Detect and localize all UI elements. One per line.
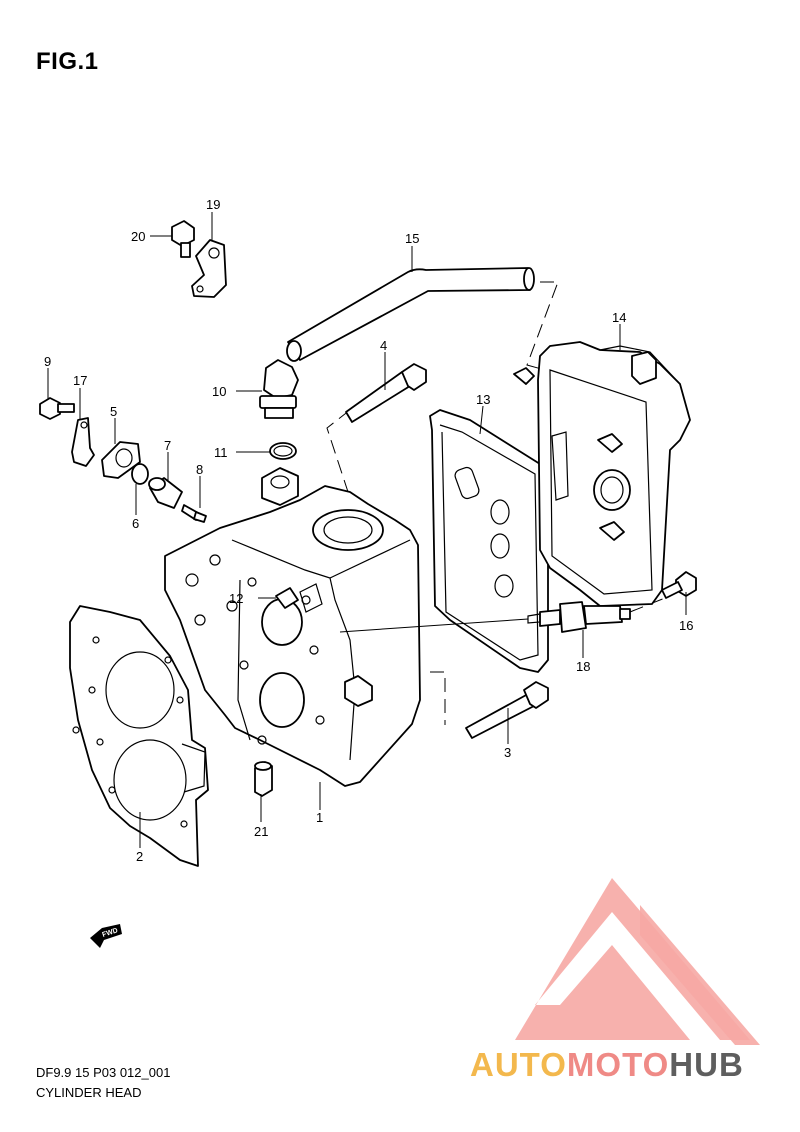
watermark-moto: MOTO [566, 1046, 670, 1083]
callout-13: 13 [476, 392, 490, 407]
callout-11: 11 [214, 445, 228, 460]
watermark-hub: HUB [669, 1046, 744, 1083]
part-16-bolt [661, 571, 697, 599]
part-8-screw [181, 504, 207, 523]
part-4-bolt [345, 363, 427, 423]
callout-18: 18 [576, 659, 590, 674]
assembly-line-bolt-16 [629, 597, 666, 613]
watermark-auto: AUTO [470, 1046, 567, 1083]
part-15-hose [286, 267, 535, 362]
part-6-o-ring [131, 463, 149, 485]
callout-3: 3 [504, 745, 511, 760]
part-3-bolt [465, 681, 549, 739]
watermark-logo [515, 878, 760, 1045]
fwd-label: FWD [101, 927, 118, 939]
assembly-line-hose-15 [526, 281, 559, 371]
part-12-dowel [275, 587, 299, 609]
figure-title: FIG.1 [36, 48, 99, 75]
part-1-cylinder-head [164, 467, 421, 787]
callout-12: 12 [229, 591, 243, 606]
part-5-cap [101, 441, 141, 479]
part-14-head-cover [513, 341, 691, 607]
callout-19: 19 [206, 197, 220, 212]
part-18-spark-plug [527, 601, 631, 633]
callout-10: 10 [212, 384, 226, 399]
callout-17: 17 [73, 373, 87, 388]
callout-9: 9 [44, 354, 51, 369]
fwd-arrow-icon: FWD [90, 924, 122, 948]
assembly-line-bolt-4 [326, 409, 351, 499]
callout-16: 16 [679, 618, 693, 633]
watermark-text: AUTOMOTOHUB [470, 1046, 744, 1084]
part-20-bolt [171, 220, 195, 258]
part-21-dowel [254, 761, 273, 797]
assembly-line-bolt-3 [430, 671, 446, 725]
diagram-name: CYLINDER HEAD [36, 1085, 142, 1100]
callout-8: 8 [196, 462, 203, 477]
callout-21: 21 [254, 824, 268, 839]
part-17-clamp [71, 417, 95, 467]
diagram-code: DF9.9 15 P03 012_001 [36, 1065, 171, 1080]
part-2-head-gasket [69, 605, 209, 867]
part-13-cover-gasket [429, 409, 549, 673]
callout-14: 14 [612, 310, 626, 325]
part-11-o-ring-inner [273, 445, 293, 457]
part-7-thermostat [148, 477, 183, 509]
callout-1: 1 [316, 810, 323, 825]
part-10-plug [259, 359, 299, 419]
part-19-bracket [191, 239, 227, 298]
leader-lines [47, 212, 687, 848]
callout-7: 7 [164, 438, 171, 453]
callout-15: 15 [405, 231, 419, 246]
callout-20: 20 [131, 229, 145, 244]
part-9-bolt [39, 397, 75, 420]
callout-2: 2 [136, 849, 143, 864]
callout-6: 6 [132, 516, 139, 531]
callout-5: 5 [110, 404, 117, 419]
callout-4: 4 [380, 338, 387, 353]
